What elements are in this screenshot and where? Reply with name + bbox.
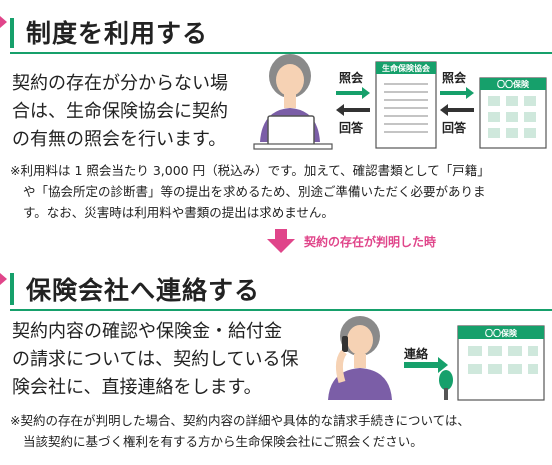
exchange-arrows-icon — [336, 87, 370, 116]
reply-label: 回答 — [442, 121, 467, 135]
section1-title: 制度を利用する — [26, 19, 209, 48]
inquiry-label: 照会 — [339, 71, 364, 85]
section1-body-line: の有無の照会を行います。 — [12, 129, 227, 150]
section2-note: ※契約の存在が判明した場合、契約内容の詳細や具体的な請求手続きについては、 当該… — [10, 410, 546, 452]
note-line: ※利用料は 1 照会当たり 3,000 円（税込み）です。加えて、確認書類として… — [10, 163, 490, 178]
exchange-arrows-icon — [440, 87, 474, 116]
contact-label: 連絡 — [404, 347, 429, 361]
inquiry-label: 照会 — [442, 71, 467, 85]
transition-label: 契約の存在が判明した時 — [304, 235, 437, 249]
heading-underline — [10, 52, 552, 54]
down-arrow-icon — [267, 229, 295, 253]
contact-arrow-icon — [404, 357, 448, 373]
section2-body: 契約内容の確認や保険金・給付金 の請求については、契約している保 険会社に、直接… — [12, 318, 299, 402]
note-line: 当該契約に基づく権利を有する方から生命保険会社にご照会ください。 — [23, 434, 423, 449]
section-marker-icon — [0, 273, 7, 285]
contact-flow-illustration: 〇〇保険 — [328, 316, 545, 401]
heading-accent-bar — [10, 18, 14, 48]
reply-label: 回答 — [339, 121, 364, 135]
document-title: 生命保険協会 — [382, 63, 430, 73]
section1-heading: 制度を利用する — [0, 8, 552, 54]
note-line: す。なお、災害時は利用料や書類の提出は求めません。 — [23, 205, 334, 220]
section2-heading: 保険会社へ連絡する — [0, 265, 552, 311]
section1-body-line: 契約の存在が分からない場 — [12, 73, 228, 94]
association-document-icon — [375, 61, 437, 149]
section2-body-line: 険会社に、直接連絡をします。 — [12, 377, 262, 398]
section1-body-line: 合は、生命保険協会に契約 — [12, 101, 228, 122]
section2-body-line: の請求については、契約している保 — [12, 349, 299, 370]
woman-on-phone-icon — [328, 316, 392, 400]
heading-underline — [10, 309, 552, 311]
note-line: ※契約の存在が判明した場合、契約内容の詳細や具体的な請求手続きについては、 — [10, 413, 470, 428]
woman-with-laptop-icon — [253, 54, 333, 150]
section1-note: ※利用料は 1 照会当たり 3,000 円（税込み）です。加えて、確認書類として… — [10, 160, 546, 223]
section2-body-line: 契約内容の確認や保険金・給付金 — [12, 321, 282, 342]
insurance-company-building-icon — [479, 77, 547, 149]
insurance-company-building-icon — [439, 325, 545, 401]
section-marker-icon — [0, 16, 7, 28]
note-line: や「協会所定の診断書」等の提出を求めるため、別途ご準備いただく必要がありま — [23, 184, 486, 199]
inquiry-flow-illustration: 生命保険協会 〇〇保険 — [253, 54, 547, 150]
section2-title: 保険会社へ連絡する — [26, 276, 261, 305]
company-sign: 〇〇保険 — [485, 328, 518, 338]
heading-accent-bar — [10, 273, 14, 305]
section1-body: 契約の存在が分からない場 合は、生命保険協会に契約 の有無の照会を行います。 — [12, 70, 228, 154]
company-sign: 〇〇保険 — [497, 79, 530, 89]
